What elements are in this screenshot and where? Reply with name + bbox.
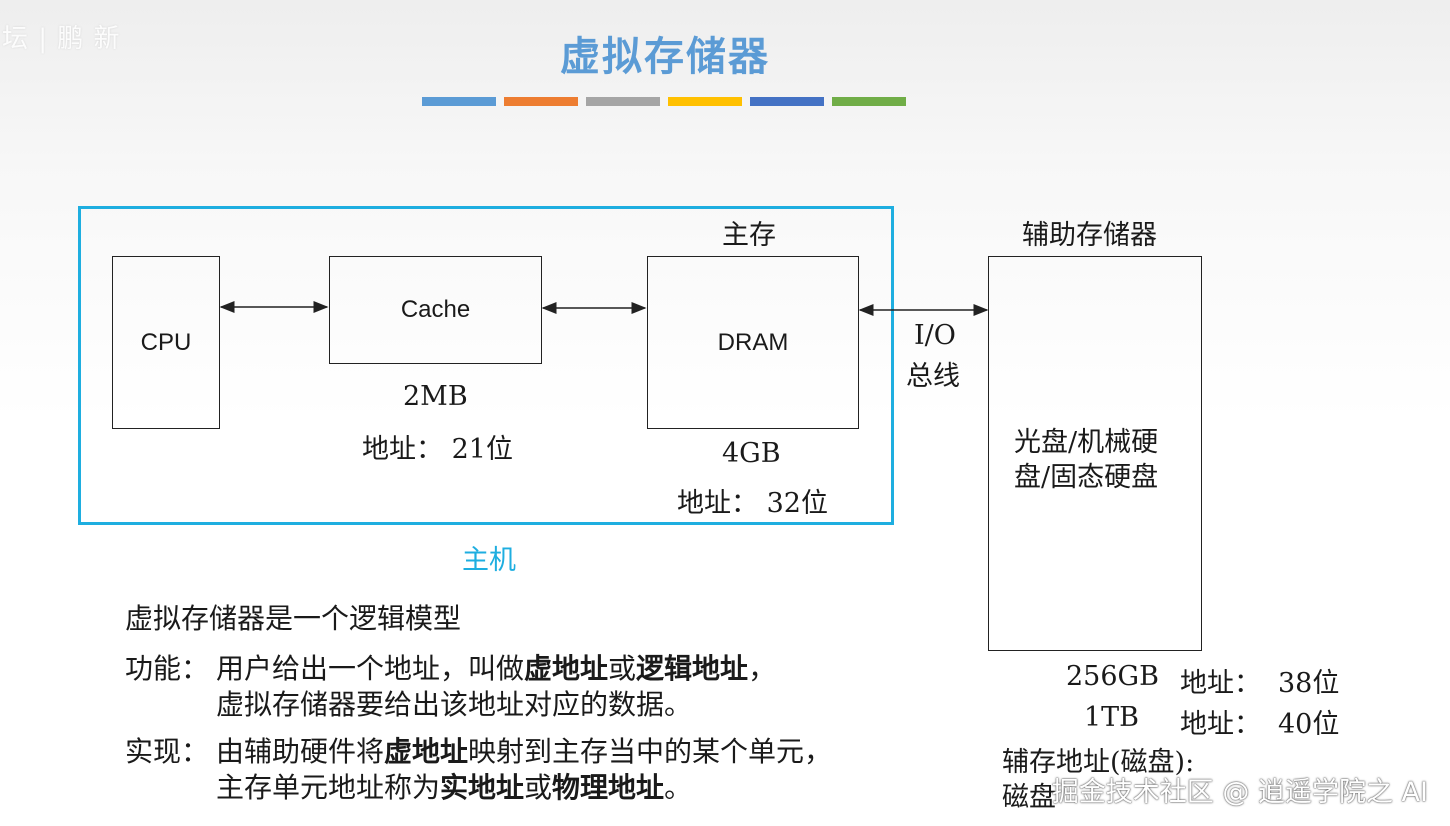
aux-spec-addr-label-1: 地址： — [1180, 668, 1261, 699]
corner-watermark: 坛 | 鹏 新 — [2, 24, 121, 54]
title-stripe — [504, 97, 578, 106]
dram-address-bits: 地址： 32位 — [677, 488, 828, 519]
implementation-line2: 主存单元地址称为实地址或物理地址。 — [216, 771, 693, 804]
aux-address-title: 辅存地址(磁盘): — [1002, 747, 1195, 778]
aux-box-text-line2: 盘/固态硬盘 — [1014, 462, 1159, 493]
aux-storage-label: 辅助存储器 — [1022, 220, 1157, 251]
aux-spec-bits-2: 40位 — [1278, 709, 1340, 740]
title-stripe — [668, 97, 742, 106]
bus-label-io: I/O — [914, 320, 956, 351]
description-intro: 虚拟存储器是一个逻辑模型 — [125, 602, 462, 635]
aux-spec-bits-1: 38位 — [1278, 668, 1340, 699]
title-stripe — [832, 97, 906, 106]
cache-label: Cache — [400, 296, 471, 323]
aux-storage-box — [988, 256, 1202, 651]
aux-address-line: 磁盘 — [1002, 782, 1056, 813]
bottom-watermark: 掘金技术社区 @ 逍遥学院之 AI — [1051, 777, 1428, 808]
title-stripe — [422, 97, 496, 106]
host-boundary-box — [78, 206, 894, 525]
function-line2: 虚拟存储器要给出该地址对应的数据。 — [216, 688, 693, 721]
title-stripe — [586, 97, 660, 106]
aux-spec-size-2: 1TB — [1084, 702, 1140, 733]
aux-box-text-line1: 光盘/机械硬 — [1014, 427, 1159, 458]
cache-box: Cache — [329, 256, 542, 364]
function-head: 功能： — [125, 652, 210, 685]
cpu-box: CPU — [112, 256, 220, 429]
bus-label-bus: 总线 — [906, 361, 960, 392]
aux-spec-size-1: 256GB — [1066, 661, 1159, 692]
main-memory-label: 主存 — [722, 220, 776, 251]
title-stripe — [750, 97, 824, 106]
cache-address-bits: 地址： 21位 — [362, 434, 513, 465]
function-line1: 用户给出一个地址，叫做虚地址或逻辑地址， — [216, 652, 777, 685]
implementation-line1: 由辅助硬件将虚地址映射到主存当中的某个单元， — [216, 735, 833, 768]
dram-size: 4GB — [722, 438, 781, 469]
host-label: 主机 — [462, 545, 516, 576]
dram-label: DRAM — [717, 328, 789, 356]
cpu-label: CPU — [140, 328, 192, 356]
dram-box: DRAM — [647, 256, 859, 429]
slide-title: 虚拟存储器 — [560, 34, 770, 80]
aux-spec-addr-label-2: 地址： — [1180, 709, 1261, 740]
implementation-head: 实现： — [125, 735, 210, 768]
cache-size: 2MB — [403, 381, 468, 412]
